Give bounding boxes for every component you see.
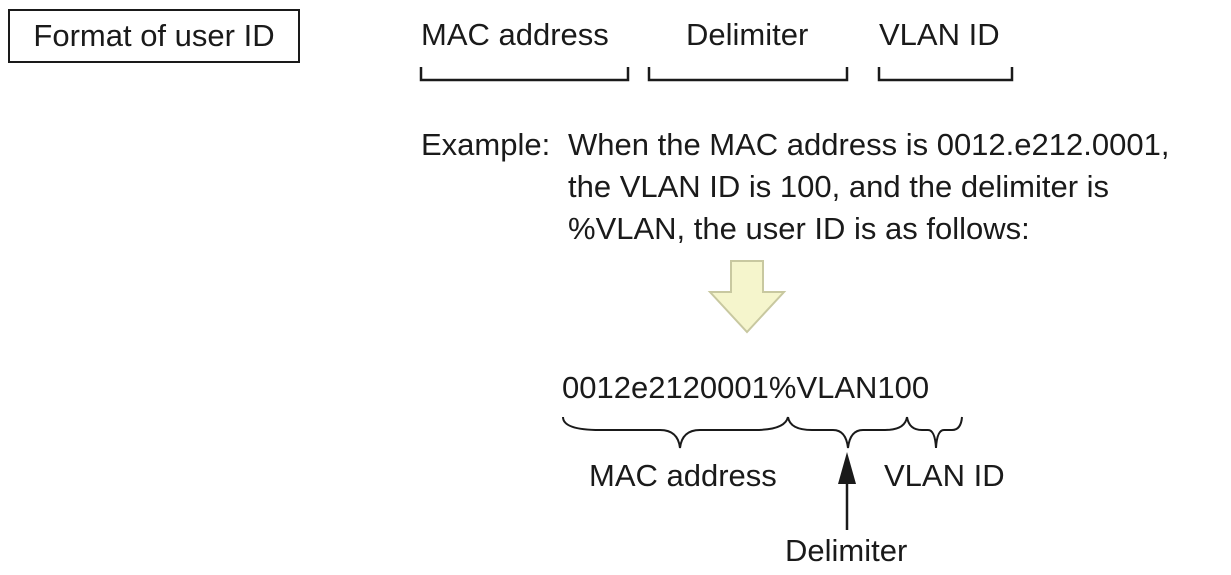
mac-address-bracket xyxy=(419,67,630,82)
example-line-1: When the MAC address is 0012.e212.0001, xyxy=(568,127,1170,162)
down-arrow-icon xyxy=(707,260,787,334)
vlan-id-bracket xyxy=(877,67,1014,82)
example-line-3: %VLAN, the user ID is as follows: xyxy=(568,211,1030,246)
delimiter-brace xyxy=(787,416,908,449)
delimiter-pointer-arrowhead-icon xyxy=(838,452,856,484)
result-delimiter-label: Delimiter xyxy=(785,533,908,568)
mac-address-brace xyxy=(562,416,789,449)
format-part-mac-address: MAC address xyxy=(421,17,609,52)
format-label: Format of user ID xyxy=(33,18,275,53)
vlan-id-brace xyxy=(906,416,963,449)
delimiter-bracket xyxy=(647,67,849,82)
result-mac-address-label: MAC address xyxy=(589,458,777,493)
result-vlan-id-label: VLAN ID xyxy=(884,458,1005,493)
format-label-box: Format of user ID xyxy=(8,9,300,63)
format-part-vlan-id: VLAN ID xyxy=(879,17,1000,52)
format-part-delimiter: Delimiter xyxy=(686,17,809,52)
example-prefix: Example: xyxy=(421,127,551,162)
example-line-2: the VLAN ID is 100, and the delimiter is xyxy=(568,169,1110,204)
result-user-id: 0012e2120001%VLAN100 xyxy=(562,370,930,405)
